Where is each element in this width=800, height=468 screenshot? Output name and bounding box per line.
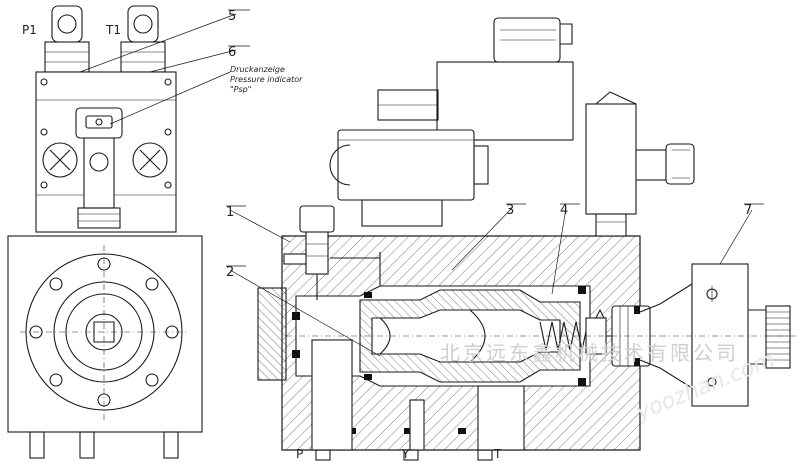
adjuster-knob [639, 263, 798, 407]
pressure-switch [585, 91, 695, 237]
pilot-cartridge [283, 205, 335, 300]
callout-3: 3 [506, 203, 514, 218]
lower-flange-body [7, 235, 203, 433]
annotation-line-3: "Psp" [230, 85, 251, 94]
annotation-line-2: Pressure indicator [230, 75, 303, 84]
section-view [257, 17, 660, 461]
callout-2: 2 [226, 265, 234, 280]
annotation-line-1: Druckanzeige [230, 65, 285, 74]
port-label-t1: T1 [105, 23, 121, 37]
leader-lines [79, 9, 764, 357]
callout-7: 7 [744, 203, 752, 218]
port-t-bore [477, 385, 525, 451]
callout-4: 4 [560, 203, 568, 218]
callout-5: 5 [228, 9, 236, 24]
callout-6: 6 [228, 45, 236, 60]
left-cover-plate [257, 287, 287, 381]
port-label-p1: P1 [22, 23, 37, 37]
port-p-bore [311, 339, 353, 451]
port-label-y: Y [401, 447, 410, 461]
solenoid-pilot-valve [329, 17, 574, 227]
port-label-p: P [296, 447, 303, 461]
pressure-indicator [75, 107, 123, 139]
port-label-t: T [493, 447, 502, 461]
port-y-bore [409, 399, 425, 451]
fitting-p1 [44, 5, 90, 73]
left-view [7, 5, 203, 459]
callout-1: 1 [226, 205, 234, 220]
fitting-t1 [120, 5, 166, 73]
watermark-company: 北京远东鑫机械技术有限公司 [440, 341, 739, 365]
